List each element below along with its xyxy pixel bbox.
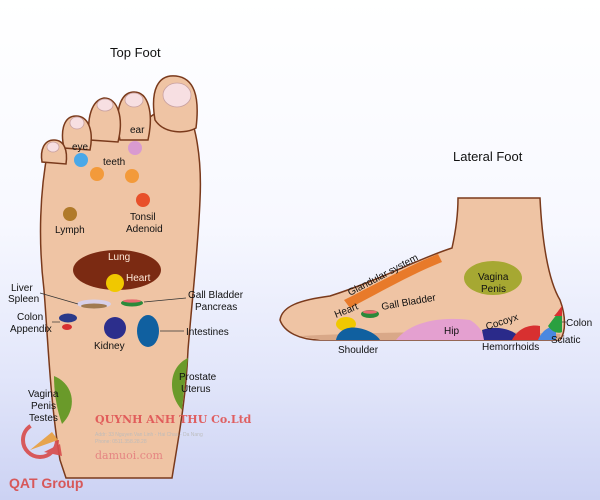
label-lung: Lung xyxy=(108,252,130,263)
teeth-point-right xyxy=(125,169,139,183)
lateral-foot-title: Lateral Foot xyxy=(453,149,523,164)
glandular-system-zone xyxy=(344,254,442,308)
heart-point xyxy=(106,274,124,292)
label-colon-lateral: Colon xyxy=(566,318,592,329)
label-heart: Heart xyxy=(126,273,151,284)
cocoyx-zone xyxy=(482,327,516,340)
label-tonsil: Tonsil xyxy=(130,212,156,223)
label-lymph: Lymph xyxy=(55,225,85,236)
label-liver: Liver xyxy=(11,283,33,294)
colon-appendix-point-top xyxy=(59,313,77,323)
label-prostate: Prostate xyxy=(179,372,217,383)
label-kidney: Kidney xyxy=(94,341,125,352)
label-penis-lateral: Penis xyxy=(481,284,506,295)
label-shoulder: Shoulder xyxy=(338,345,379,356)
intestines-zone xyxy=(137,315,159,347)
lung-zone xyxy=(73,250,161,290)
hip-zone xyxy=(396,318,484,340)
eye-point xyxy=(74,153,88,167)
label-testes: Testes xyxy=(29,413,58,424)
watermark: QUYNH ANH THU Co.Ltd Addr: 33 Nguyen Van… xyxy=(9,413,252,491)
vagina-penis-testes-zone xyxy=(54,376,72,424)
shoulder-zone xyxy=(336,327,380,340)
watermark-company: QUYNH ANH THU Co.Ltd xyxy=(95,413,252,426)
gall-bladder-lateral-point-top xyxy=(363,310,377,314)
top-foot-leaders xyxy=(39,292,187,332)
label-spleen: Spleen xyxy=(8,294,39,305)
qat-logo-icon xyxy=(21,421,62,459)
watermark-website: damuoi.com xyxy=(95,449,164,462)
label-penis-top: Penis xyxy=(31,401,56,412)
label-hip: Hip xyxy=(444,326,459,337)
gall-bladder-leader xyxy=(143,297,187,303)
colon-appendix-point-bottom xyxy=(62,324,72,330)
prostate-uterus-zone xyxy=(171,358,188,410)
label-gall-bladder: Gall Bladder xyxy=(188,290,244,301)
label-pancreas: Pancreas xyxy=(195,302,237,313)
label-sciatic: Sciatic xyxy=(551,335,580,346)
top-foot-illustration xyxy=(39,75,202,479)
label-hemorrhoids: Hemorrhoids xyxy=(482,342,539,353)
label-colon: Colon xyxy=(17,312,43,323)
label-vagina-top: Vagina xyxy=(28,389,59,400)
liver-leader xyxy=(39,292,79,305)
third-toe-nail xyxy=(96,98,114,112)
label-ear: ear xyxy=(130,125,145,136)
top-foot-title: Top Foot xyxy=(110,45,161,60)
teeth-point-left xyxy=(90,167,104,181)
heart-lateral-point xyxy=(336,317,356,331)
big-toe-nail xyxy=(162,82,192,108)
watermark-phone: Phone: 0511.358.28.28 xyxy=(95,439,147,445)
watermark-address: Addr: 33 Nguyen Van Linh - Hai Chau - Da… xyxy=(95,432,203,438)
gall-bladder-pancreas-zone-top xyxy=(123,299,141,303)
fifth-toe-nail xyxy=(46,141,60,153)
hemorrhoids-zone xyxy=(512,325,540,340)
vagina-penis-zone xyxy=(464,261,522,295)
tonsil-point xyxy=(136,193,150,207)
kidney-point xyxy=(104,317,126,339)
label-eye: eye xyxy=(72,142,89,153)
label-uterus: Uterus xyxy=(181,384,210,395)
lateral-foot-illustration xyxy=(279,197,566,341)
lymph-point xyxy=(63,207,77,221)
label-intestines: Intestines xyxy=(186,327,229,338)
label-teeth: teeth xyxy=(103,157,125,168)
ear-point xyxy=(128,141,142,155)
second-toe-nail xyxy=(124,92,144,108)
fourth-toe-nail xyxy=(69,116,85,130)
label-adenoid: Adenoid xyxy=(126,224,163,235)
third-toe xyxy=(88,97,122,143)
label-vagina-lateral: Vagina xyxy=(478,272,509,283)
label-appendix: Appendix xyxy=(10,324,52,335)
colon-lateral-zone-top xyxy=(554,306,562,316)
liver-spleen-zone-lower xyxy=(81,303,107,309)
watermark-logo-text: QAT Group xyxy=(9,475,83,491)
